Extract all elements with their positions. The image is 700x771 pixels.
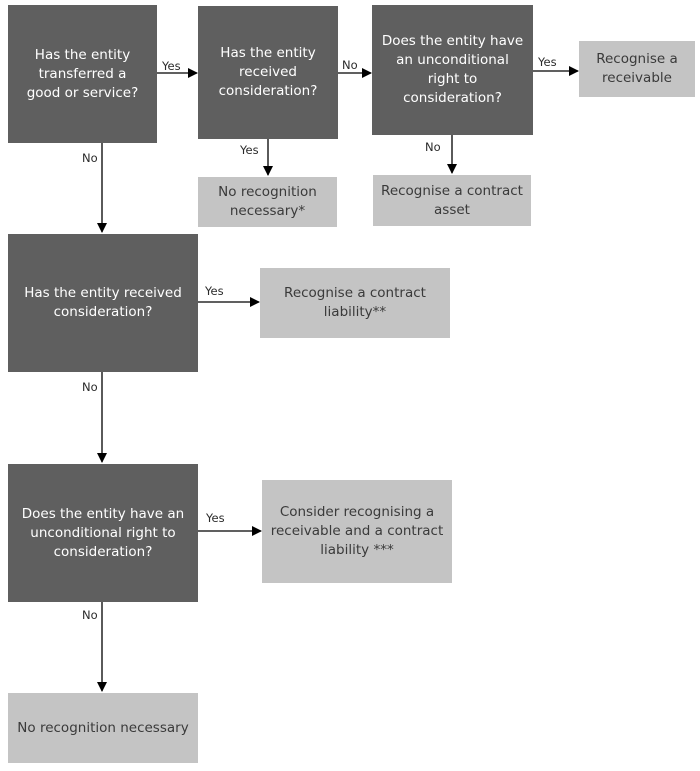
outcome-contract-liability-text: Recognise a contract liability** <box>284 285 426 320</box>
outcome-recognise-receivable: Recognise a receivable <box>579 41 695 97</box>
edge-label-no-8: No <box>82 380 98 394</box>
decision-unconditional-right-bottom: Does the entity have an unconditional ri… <box>8 464 198 602</box>
outcome-consider-text: Consider recognising a receivable and a … <box>270 504 444 558</box>
decision-received-top-text: Has the entity received consideration? <box>218 45 318 99</box>
decision-received-consideration-top: Has the entity received consideration? <box>198 6 338 139</box>
outcome-no-recognition-bottom: No recognition necessary <box>8 693 198 763</box>
outcome-contract-asset: Recognise a contract asset <box>373 175 531 226</box>
edge-label-yes-7: Yes <box>205 284 224 298</box>
decision-transferred-text: Has the entity transferred a good or ser… <box>26 46 139 101</box>
edge-label-no-10: No <box>82 608 98 622</box>
decision-transferred-good-or-service: Has the entity transferred a good or ser… <box>8 5 157 143</box>
decision-unconditional-top-text: Does the entity have an unconditional ri… <box>381 33 524 106</box>
outcome-consider-receivable-liability: Consider recognising a receivable and a … <box>262 480 452 583</box>
outcome-no-recognition-star-text: No recognition necessary* <box>218 184 317 219</box>
outcome-no-recognition-bottom-text: No recognition necessary <box>17 719 189 736</box>
edge-label-yes-4: Yes <box>240 143 259 157</box>
decision-received-consideration-mid: Has the entity received consideration? <box>8 234 198 372</box>
decision-received-mid-text: Has the entity received consideration? <box>24 285 182 320</box>
edge-label-yes-3: Yes <box>538 55 557 69</box>
outcome-no-recognition-star: No recognition necessary* <box>198 177 337 227</box>
edge-label-yes-9: Yes <box>206 511 225 525</box>
edge-label-no-5: No <box>425 140 441 154</box>
outcome-receivable-text: Recognise a receivable <box>596 51 678 86</box>
edge-label-no-2: No <box>342 58 358 72</box>
outcome-contract-asset-text: Recognise a contract asset <box>381 182 523 218</box>
edge-label-no-6: No <box>82 151 98 165</box>
edge-label-yes-1: Yes <box>162 59 181 73</box>
decision-unconditional-right-top: Does the entity have an unconditional ri… <box>372 5 533 135</box>
decision-unconditional-bottom-text: Does the entity have an unconditional ri… <box>21 505 185 560</box>
outcome-contract-liability: Recognise a contract liability** <box>260 268 450 338</box>
